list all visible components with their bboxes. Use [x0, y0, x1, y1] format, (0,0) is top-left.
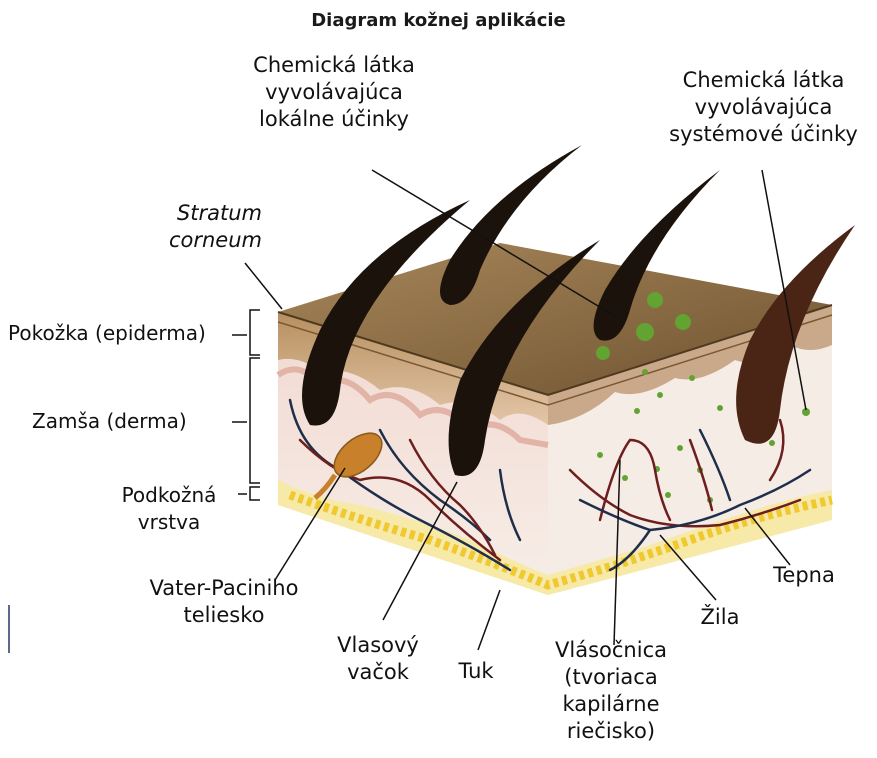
label-subcutis: Podkožná vrstva — [100, 482, 238, 536]
leader-fat — [478, 590, 500, 650]
label-capillary-line1: Vlásočnica — [536, 637, 686, 664]
label-stratum-corneum: Stratum corneum — [140, 200, 262, 254]
label-local-line2: vyvolávajúca — [230, 79, 438, 106]
label-follicle-line1: Vlasový — [322, 632, 434, 659]
label-systemic-chemical: Chemická látka vyvolávajúca systémové úč… — [650, 67, 877, 148]
bracket-subcutis — [250, 487, 260, 500]
label-capillary-line4: riečisko) — [536, 718, 686, 745]
label-pacinian-line2: teliesko — [124, 602, 324, 629]
label-systemic-line1: Chemická látka — [650, 67, 877, 94]
label-capillary-line3: kapilárne — [536, 691, 686, 718]
label-subcutis-line2: vrstva — [100, 509, 238, 536]
label-subcutis-line1: Podkožná — [100, 482, 238, 509]
bracket-epidermis — [250, 310, 260, 355]
label-capillary-line2: (tvoriaca — [536, 664, 686, 691]
left-edge-mark — [8, 605, 10, 653]
label-stratum-line2: corneum — [140, 227, 262, 254]
label-local-chemical: Chemická látka vyvolávajúca lokálne účin… — [230, 52, 438, 133]
label-pacinian-line1: Vater-Paciniho — [124, 575, 324, 602]
label-artery: Tepna — [762, 562, 846, 589]
label-capillary: Vlásočnica (tvoriaca kapilárne riečisko) — [536, 637, 686, 745]
label-systemic-line2: vyvolávajúca — [650, 94, 877, 121]
label-local-line3: lokálne účinky — [230, 106, 438, 133]
bracket-dermis — [250, 358, 260, 483]
label-epidermis: Pokožka (epiderma) — [8, 320, 206, 347]
label-pacinian: Vater-Paciniho teliesko — [124, 575, 324, 629]
label-dermis: Zamša (derma) — [32, 408, 187, 435]
label-follicle-line2: vačok — [322, 659, 434, 686]
label-systemic-line3: systémové účinky — [650, 121, 877, 148]
leader-stratum — [245, 263, 282, 309]
label-hair-follicle: Vlasový vačok — [322, 632, 434, 686]
label-vein: Žila — [690, 604, 750, 631]
label-local-line1: Chemická látka — [230, 52, 438, 79]
label-stratum-line1: Stratum — [140, 200, 262, 227]
label-fat: Tuk — [446, 658, 506, 685]
